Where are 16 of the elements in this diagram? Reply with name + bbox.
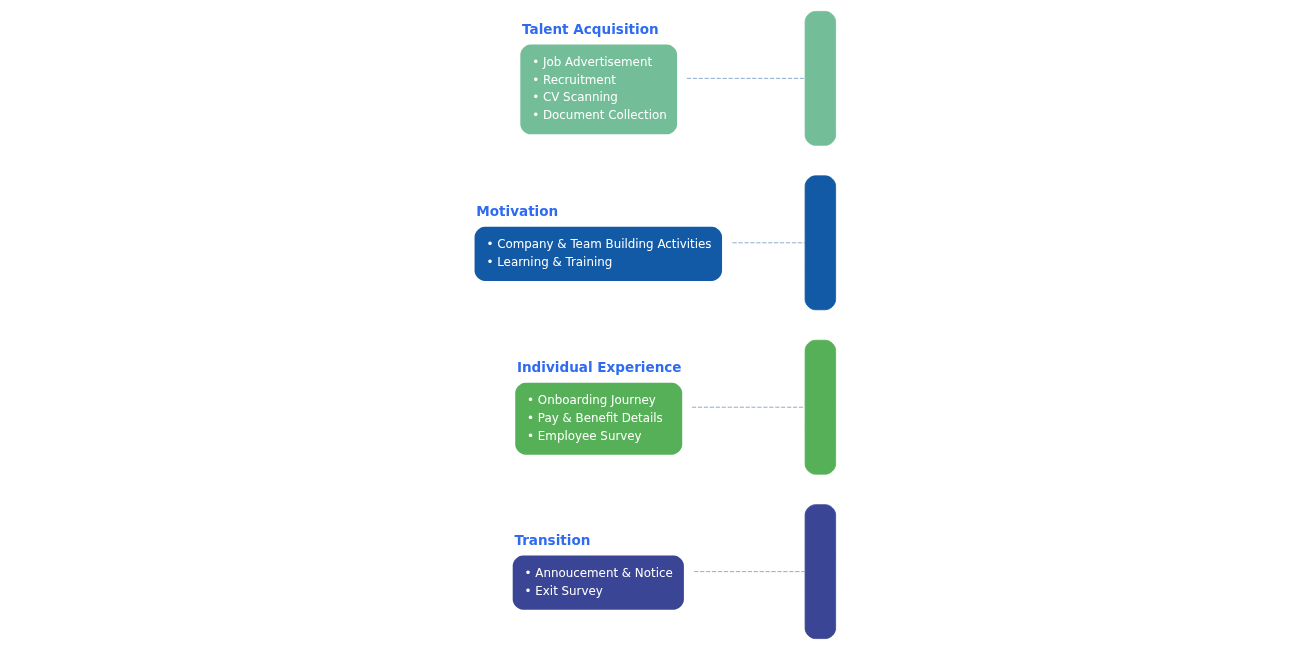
connector: [693, 571, 806, 573]
connector: [686, 77, 806, 79]
node-label: Transition: [514, 532, 591, 549]
node-box: • Annoucement & Notice • Exit Survey: [512, 555, 684, 610]
node-box: • Company & Team Building Activities • Learning & Training: [474, 226, 723, 281]
node-bar: [804, 175, 837, 311]
node-label: Talent Acquisition: [522, 21, 659, 38]
node-box: • Job Advertisement • Recruitment • CV Scanning • Document Collection: [520, 44, 678, 135]
node-label: Motivation: [476, 203, 559, 220]
node-bar: [804, 504, 837, 639]
node-bar: [804, 339, 837, 475]
node-label: Individual Experience: [516, 359, 682, 376]
connector: [691, 406, 806, 408]
node-bar: [804, 11, 837, 146]
connector: [732, 242, 806, 244]
node-box: • Onboarding Journey • Pay & Benefit Details • Employee Survey: [515, 382, 683, 455]
